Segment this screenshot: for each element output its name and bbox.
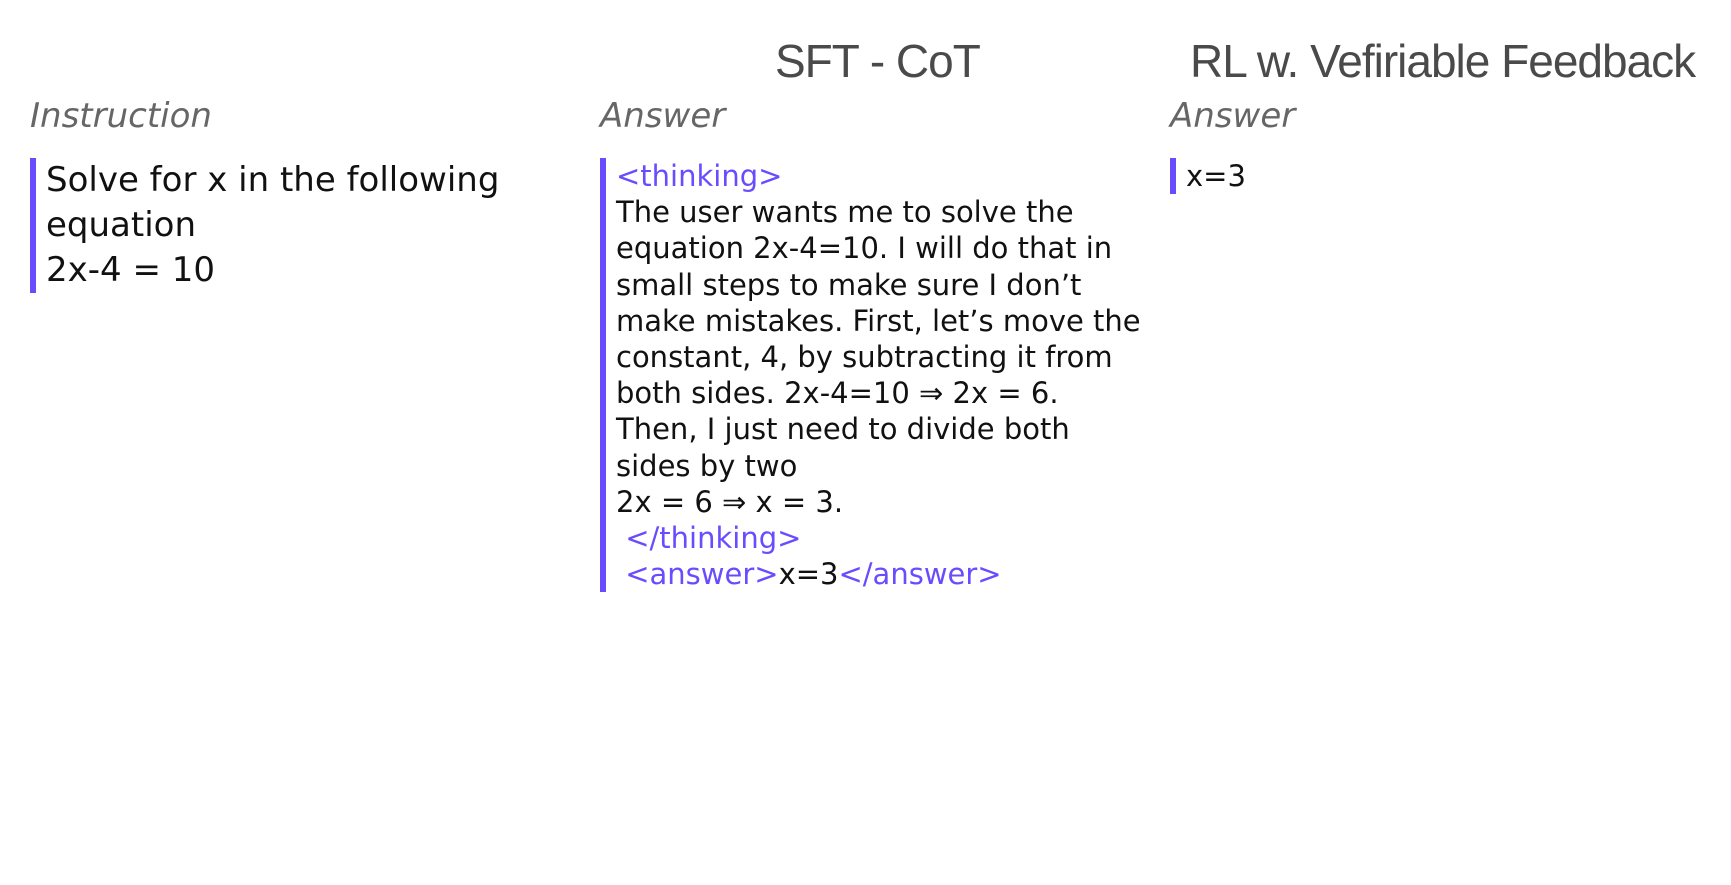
sft-reasoning-line: constant, 4, by subtracting it from	[616, 340, 1113, 375]
sft-reasoning-line: both sides. 2x-4=10 ⇒ 2x = 6.	[616, 376, 1059, 411]
sft-final-answer: <answer>x=3</answer>	[616, 556, 1136, 592]
instruction-card: Solve for x in the following equation 2x…	[30, 158, 566, 293]
instruction-equation: 2x-4 = 10	[46, 250, 216, 290]
sft-reasoning-line: small steps to make sure I don’t	[616, 267, 1082, 302]
rl-answer-card: x=3	[1170, 158, 1486, 194]
answer-open-tag: <answer>	[616, 557, 779, 592]
sft-reasoning-line: Then, I just need to divide both	[616, 412, 1070, 447]
rl-verifiable-feedback-title: RL w. Vefiriable Feedback	[1190, 35, 1696, 87]
sft-reasoning-line: equation 2x-4=10. I will do that in	[616, 231, 1113, 266]
sft-answer-label: Answer	[600, 96, 726, 136]
rl-answer-label: Answer	[1170, 96, 1296, 136]
sft-reasoning-line: 2x = 6 ⇒ x = 3.	[616, 484, 844, 519]
answer-value: x=3	[778, 557, 839, 592]
sft-reasoning-line: The user wants me to solve the	[616, 195, 1074, 230]
answer-close-tag: </answer>	[838, 557, 1002, 592]
thinking-close-tag: </thinking>	[616, 521, 802, 556]
sft-reasoning-line: sides by two	[616, 448, 798, 483]
sft-reasoning-line: make mistakes. First, let’s move the	[616, 303, 1141, 338]
instruction-line: Solve for x in the following	[46, 160, 500, 200]
thinking-open-tag: <thinking>	[616, 159, 783, 193]
instruction-line: equation	[46, 205, 197, 245]
instruction-label: Instruction	[30, 96, 212, 136]
sft-answer-card: <thinking> The user wants me to solve th…	[600, 158, 1141, 593]
rl-answer-value: x=3	[1186, 159, 1246, 193]
sft-cot-title: SFT - CoT	[775, 35, 981, 87]
